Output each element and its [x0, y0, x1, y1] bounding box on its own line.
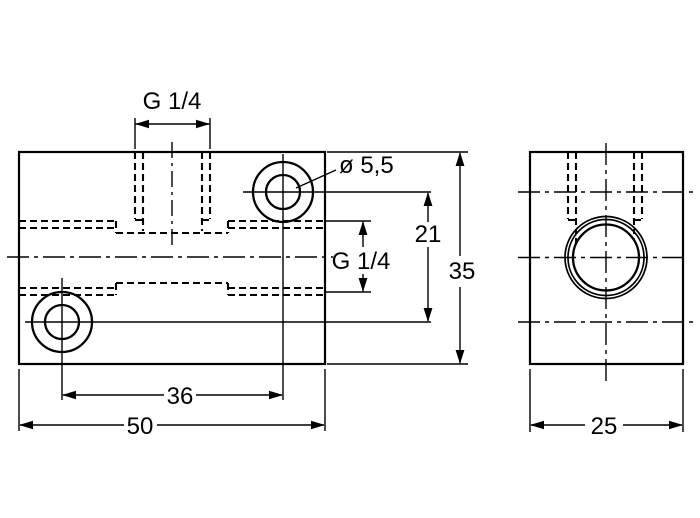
arrowhead-left — [135, 119, 149, 129]
dim-50-extension-lines — [18, 369, 326, 431]
arrowhead-right — [311, 420, 325, 430]
side-view — [518, 143, 693, 382]
dim-35-extension-lines — [327, 151, 468, 365]
dim-top-port-extension-lines — [134, 118, 211, 149]
front-dimensions: G 1/4 ø 5,5 21 35 G 1/4 36 50 — [18, 88, 476, 440]
front-view — [7, 142, 431, 400]
hole-diameter-leader-line — [295, 169, 337, 189]
dim-top-port-label: G 1/4 — [143, 88, 202, 115]
front-top-port-hidden-lines — [133, 152, 212, 231]
dim-21-label: 21 — [415, 221, 442, 248]
arrowhead-up — [423, 192, 433, 206]
front-hole-centerlines — [25, 154, 431, 400]
arrowhead-down — [358, 278, 368, 292]
hole-diameter-label: ø 5,5 — [339, 152, 394, 179]
arrowhead-right — [269, 390, 283, 400]
arrowhead-up — [455, 152, 465, 166]
arrowhead-right — [669, 420, 683, 430]
arrowhead-left — [62, 390, 76, 400]
arrowhead-right — [196, 119, 210, 129]
dim-side-port-extension-lines — [326, 220, 371, 293]
dim-36-label: 36 — [167, 383, 194, 410]
side-dimensions: 25 — [529, 369, 684, 440]
dim-25-label: 25 — [591, 413, 618, 440]
dim-25-extension-lines — [529, 369, 684, 432]
arrowhead-left — [530, 420, 544, 430]
dim-side-port-label: G 1/4 — [332, 248, 391, 275]
arrowhead-left — [19, 420, 33, 430]
dim-50-label: 50 — [127, 413, 154, 440]
dim-35-label: 35 — [449, 258, 476, 285]
arrowhead-down — [455, 350, 465, 364]
arrowhead-down — [423, 308, 433, 322]
arrowhead-up — [358, 221, 368, 235]
side-top-port-hidden-lines — [566, 152, 644, 226]
